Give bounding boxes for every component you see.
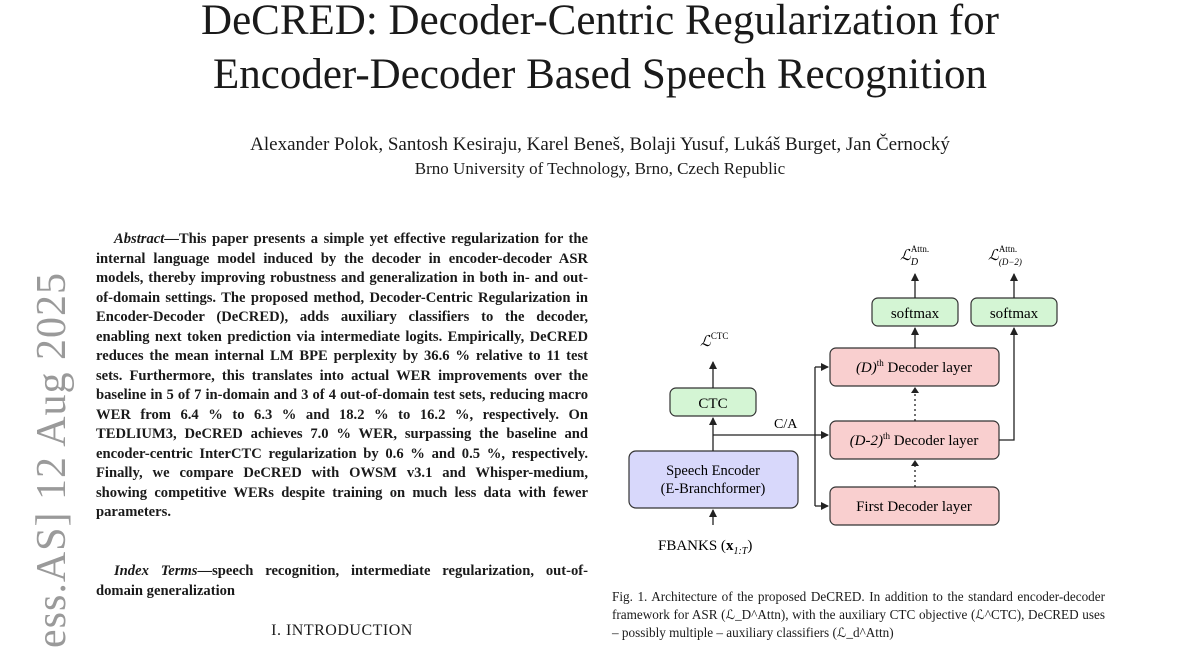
affiliation: Brno University of Technology, Brno, Cze… bbox=[414, 159, 786, 178]
figure-caption: Fig. 1. Architecture of the proposed DeC… bbox=[612, 588, 1105, 642]
figure-arrows bbox=[709, 273, 1018, 525]
cross-attention-label: C/A bbox=[774, 417, 798, 432]
arxiv-stamp: ess.AS] 12 Aug 2025 bbox=[29, 271, 75, 648]
index-terms: Index Terms—speech recognition, intermed… bbox=[96, 562, 588, 601]
architecture-figure: ℒCTC ℒAttn. D ℒAttn. (D−2) softmax softm… bbox=[628, 240, 1058, 557]
decoder-layer-first-label: First Decoder layer bbox=[856, 499, 972, 515]
input-label: FBANKS (x1:T) bbox=[658, 538, 752, 557]
author-list: Alexander Polok, Santosh Kesiraju, Karel… bbox=[250, 134, 950, 155]
index-terms-text: —speech recognition, intermediate regula… bbox=[96, 563, 588, 599]
decoder-layer-d2-label: (D-2)th Decoder layer bbox=[850, 431, 979, 449]
abstract: Abstract—This paper presents a simple ye… bbox=[96, 230, 588, 523]
encoder-label-1: Speech Encoder bbox=[666, 463, 760, 479]
speech-encoder-box bbox=[628, 450, 799, 509]
title-line-2: Encoder-Decoder Based Speech Recognition bbox=[212, 51, 988, 98]
loss-attn-d2-label: ℒAttn. (D−2) bbox=[988, 240, 1022, 267]
index-terms-label: Index Terms bbox=[114, 563, 198, 579]
loss-ctc-label: ℒCTC bbox=[700, 331, 728, 350]
section-heading: I. INTRODUCTION bbox=[271, 622, 413, 639]
paper-title: DeCRED: Decoder-Centric Regularization f… bbox=[0, 0, 1200, 102]
ctc-box-label: CTC bbox=[698, 396, 727, 412]
caption-text: Fig. 1. Architecture of the proposed DeC… bbox=[612, 589, 1105, 640]
loss-attn-d-label: ℒAttn. D bbox=[900, 240, 933, 268]
encoder-label-2: (E-Branchformer) bbox=[661, 481, 766, 497]
title-line-1: DeCRED: Decoder-Centric Regularization f… bbox=[201, 0, 999, 44]
decoder-layer-d-label: (D)th Decoder layer bbox=[856, 358, 972, 376]
softmax-label-2: softmax bbox=[990, 306, 1039, 322]
abstract-text: —This paper presents a simple yet effect… bbox=[96, 231, 588, 520]
abstract-label: Abstract bbox=[114, 231, 165, 247]
softmax-label-1: softmax bbox=[891, 306, 940, 322]
